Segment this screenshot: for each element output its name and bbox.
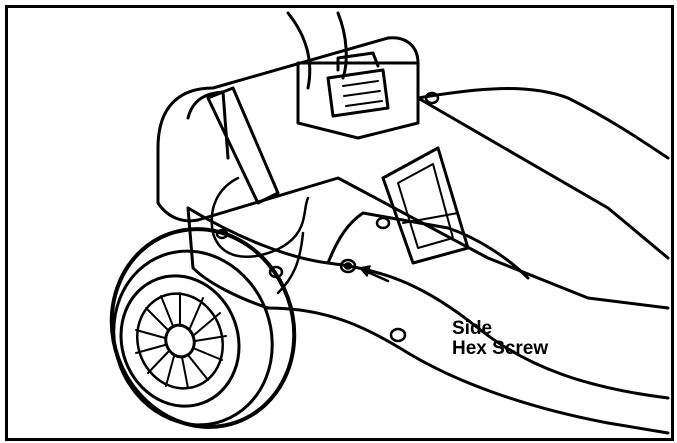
screw-mid [375,216,391,230]
catcher-latch-outer [381,146,470,265]
hex-screw-icon [339,258,357,274]
mower-illustration [109,11,670,435]
deck-lower-edge [266,306,670,435]
side-hex-screw-callout: Side Hex Screw [452,319,548,359]
switch-block [326,51,390,118]
housing-back-edge [156,146,200,223]
arrow-icon [359,265,390,283]
housing-rim [416,87,670,160]
motor-housing [156,36,670,260]
diagram-frame: Side Hex Screw [5,5,674,441]
deck-side-wall [186,206,270,310]
deck-front-edge [186,206,670,400]
catcher-latch-bar [402,212,459,224]
center-channel [326,211,530,280]
screw-upper [424,91,440,105]
trigger-lever [206,86,280,205]
callout-line-2: Hex Screw [452,338,549,359]
screw-front [389,327,407,343]
switch-ridges [342,80,383,107]
wheel-icon [109,227,297,429]
deck-top-surface [196,176,670,310]
catcher-latch-inner [397,163,454,249]
callout-line-1: Side [452,318,493,339]
switch-bracket [296,61,420,140]
wheel-spokes [135,292,227,389]
cable [210,176,310,258]
